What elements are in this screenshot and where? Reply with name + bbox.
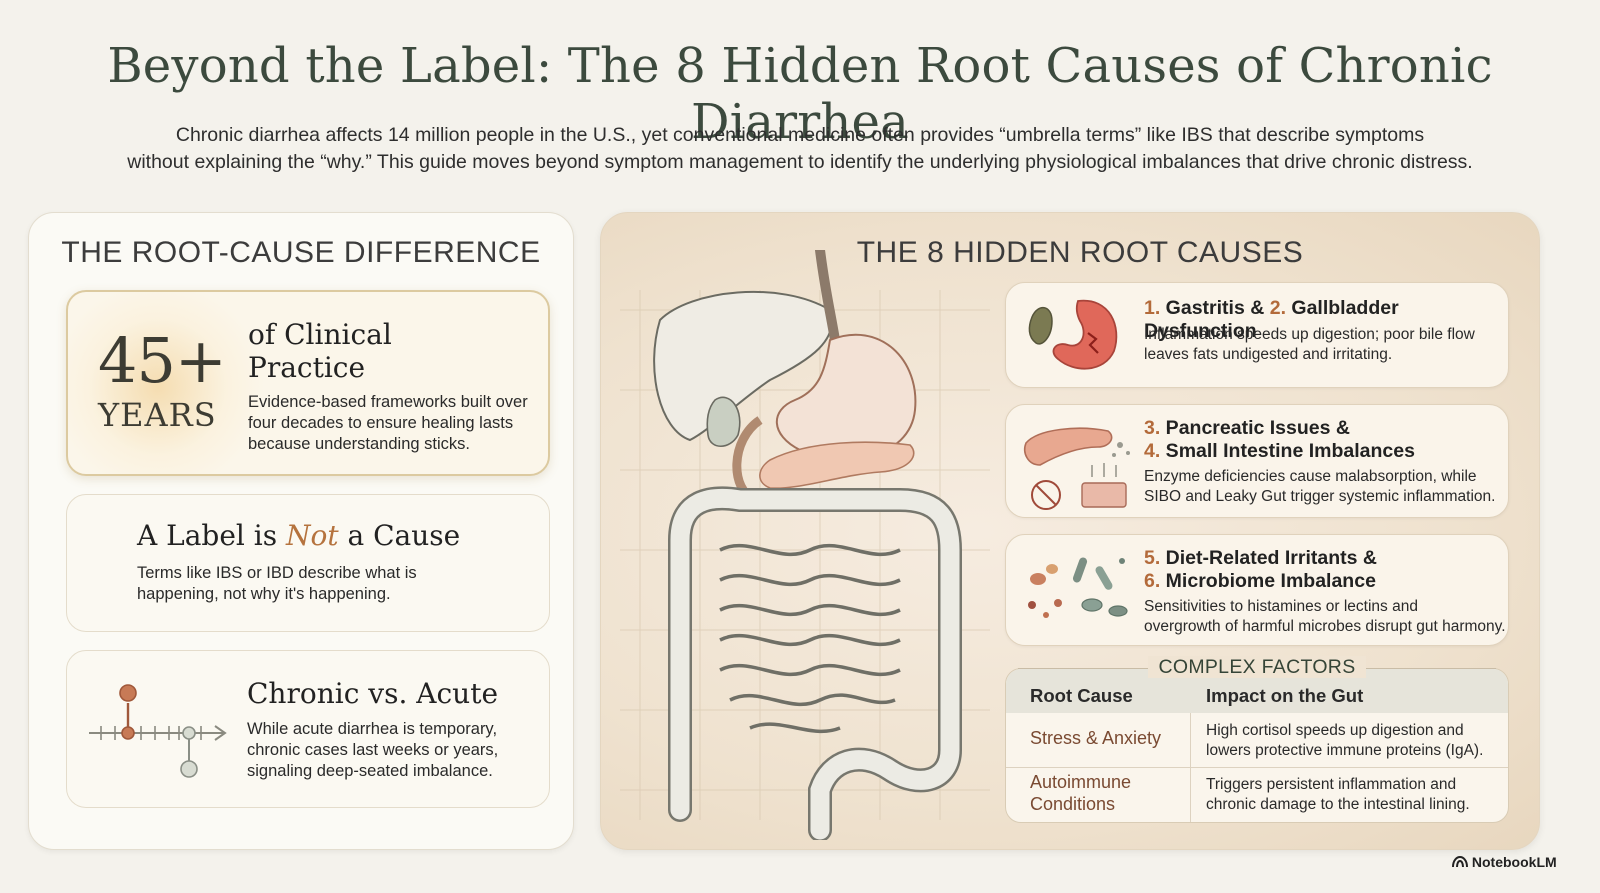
cause-1-2-text: Inflammation speeds up digestion; poor b… (1144, 325, 1475, 365)
years-unit: YEARS (98, 396, 217, 434)
table-row-1-impact-line-2: lowers protective immune proteins (IgA). (1206, 742, 1484, 759)
cause-5-6-text: Sensitivities to histamines or lectins a… (1144, 597, 1506, 637)
cause-2-number: 2. (1269, 297, 1286, 319)
glow-decoration (68, 292, 268, 474)
table-row-2-impact-line-2: chronic damage to the intestinal lining. (1206, 796, 1470, 813)
cause-3-4-text-line-1: Enzyme deficiencies cause malabsorption,… (1144, 468, 1477, 485)
cause-3-number: 3. (1144, 417, 1161, 439)
label-title-emphasis: Not (285, 519, 339, 552)
complex-factors-title-text: COMPLEX FACTORS (1148, 656, 1366, 678)
chronic-card: Chronic vs. Acute While acute diarrhea i… (66, 650, 550, 808)
cause-6-number: 6. (1144, 570, 1161, 592)
pancreas-villi-icon (1024, 427, 1130, 510)
label-card-title: A Label is Not a Cause (137, 519, 460, 552)
years-card-text: Evidence-based frameworks built over fou… (248, 392, 528, 455)
cause-3-4-text: Enzyme deficiencies cause malabsorption,… (1144, 467, 1495, 507)
cause-4-number: 4. (1144, 440, 1161, 462)
table-row-divider (1006, 767, 1508, 768)
cause-3-4-title-line-2: 4. Small Intestine Imbalances (1144, 440, 1415, 463)
cause-1-2-text-line-2: leaves fats undigested and irritating. (1144, 346, 1393, 363)
cause-6-name: Microbiome Imbalance (1160, 570, 1376, 592)
intro-line-1: Chronic diarrhea affects 14 million peop… (175, 124, 1425, 146)
years-card: 45+ YEARS of Clinical Practice Evidence-… (66, 290, 550, 476)
cause-card-diet-microbiome: 5. Diet-Related Irritants & 6. Microbiom… (1005, 534, 1509, 646)
label-card: A Label is Not a Cause Terms like IBS or… (66, 494, 550, 632)
table-row-2-cause-line-2: Conditions (1030, 794, 1116, 814)
cause-5-6-title-line-1: 5. Diet-Related Irritants & (1144, 547, 1377, 570)
cause-2-name: Gallbladder Dysfunction (1144, 297, 1399, 342)
label-card-text-line-1: Terms like IBS or IBD describe what is (137, 564, 417, 582)
years-card-text-line-2: four decades to ensure healing lasts (248, 414, 514, 432)
digestive-system-illustration (620, 250, 990, 840)
complex-factors-title: COMPLEX FACTORS (1005, 656, 1509, 679)
intro-line-2: without explaining the “why.” This guide… (127, 151, 1473, 173)
cause-3-4-title: 3. Pancreatic Issues & 4. Small Intestin… (1144, 417, 1415, 463)
cause-1-number: 1. (1144, 297, 1161, 319)
stomach-gallbladder-icon (1028, 299, 1118, 370)
chronic-card-text-line-3: signaling deep-seated imbalance. (247, 762, 493, 780)
right-panel-heading: THE 8 HIDDEN ROOT CAUSES (856, 236, 1304, 269)
chronic-card-text-line-1: While acute diarrhea is temporary, (247, 720, 498, 738)
table-header-root-cause: Root Cause (1030, 685, 1133, 706)
food-microbes-icon (1028, 557, 1128, 618)
cause-card-gastritis-gallbladder: 1. Gastritis & 2. Gallbladder Dysfunctio… (1005, 282, 1509, 388)
years-card-text-line-3: because understanding sticks. (248, 435, 470, 453)
complex-factors-rule-right (1366, 668, 1496, 669)
page-title: Beyond the Label: The 8 Hidden Root Caus… (107, 38, 1493, 150)
table-row-2-cause-line-1: Autoimmune (1030, 772, 1132, 792)
complex-factors-table: Root Cause Impact on the Gut Stress & An… (1005, 668, 1509, 823)
cause-3-4-title-line-1: 3. Pancreatic Issues & (1144, 417, 1415, 440)
table-row-2-impact: Triggers persistent inflammation and chr… (1206, 775, 1470, 815)
label-card-text: Terms like IBS or IBD describe what is h… (137, 563, 417, 605)
table-row-1-cause-line-1: Stress & Anxiety (1030, 728, 1162, 748)
table-column-divider (1190, 713, 1191, 822)
table-row-1-impact: High cortisol speeds up digestion and lo… (1206, 721, 1483, 761)
chronic-card-text-line-2: chronic cases last weeks or years, (247, 741, 499, 759)
brand-label: NotebookLM (1471, 854, 1557, 870)
timeline-icon (89, 684, 227, 778)
chronic-card-title: Chronic vs. Acute (247, 677, 499, 710)
cause-4-name: Small Intestine Imbalances (1160, 440, 1415, 462)
cause-5-name: Diet-Related Irritants & (1160, 547, 1377, 569)
years-number: 45+ (98, 324, 227, 397)
table-row-2-impact-line-1: Triggers persistent inflammation and (1206, 776, 1457, 793)
table-row-2-cause: Autoimmune Conditions (1030, 771, 1131, 815)
notebooklm-logo-icon (1452, 855, 1468, 868)
years-card-title-line-2: Practice (248, 351, 366, 384)
cause-5-6-title-line-2: 6. Microbiome Imbalance (1144, 570, 1377, 593)
complex-factors-rule-left (1018, 668, 1148, 669)
label-title-before: A Label is (137, 519, 286, 552)
cause-1-name: Gastritis & (1160, 297, 1270, 319)
label-title-after: a Cause (338, 519, 461, 552)
intro-text: Chronic diarrhea affects 14 million peop… (120, 122, 1480, 176)
cause-5-number: 5. (1144, 547, 1161, 569)
cause-3-name: Pancreatic Issues & (1160, 417, 1350, 439)
years-card-title: of Clinical Practice (248, 318, 392, 384)
cause-5-6-title: 5. Diet-Related Irritants & 6. Microbiom… (1144, 547, 1377, 593)
chronic-card-text: While acute diarrhea is temporary, chron… (247, 719, 498, 782)
cause-5-6-text-line-1: Sensitivities to histamines or lectins a… (1144, 598, 1418, 615)
left-panel-heading: THE ROOT-CAUSE DIFFERENCE (61, 236, 541, 269)
table-row-1-impact-line-1: High cortisol speeds up digestion and (1206, 722, 1464, 739)
notebooklm-brand: NotebookLM (1452, 854, 1557, 870)
cause-card-pancreas-small-intestine: 3. Pancreatic Issues & 4. Small Intestin… (1005, 404, 1509, 518)
table-header-impact: Impact on the Gut (1206, 685, 1364, 706)
label-card-text-line-2: happening, not why it's happening. (137, 585, 391, 603)
table-row-1-cause: Stress & Anxiety (1030, 727, 1161, 749)
cause-3-4-text-line-2: SIBO and Leaky Gut trigger systemic infl… (1144, 488, 1496, 505)
cause-1-2-title: 1. Gastritis & 2. Gallbladder Dysfunctio… (1144, 297, 1508, 343)
years-card-text-line-1: Evidence-based frameworks built over (248, 393, 528, 411)
cause-1-2-text-line-1: Inflammation speeds up digestion; poor b… (1144, 326, 1475, 343)
years-card-title-line-1: of Clinical (248, 318, 392, 351)
cause-5-6-text-line-2: overgrowth of harmful microbes disrupt g… (1144, 618, 1506, 635)
